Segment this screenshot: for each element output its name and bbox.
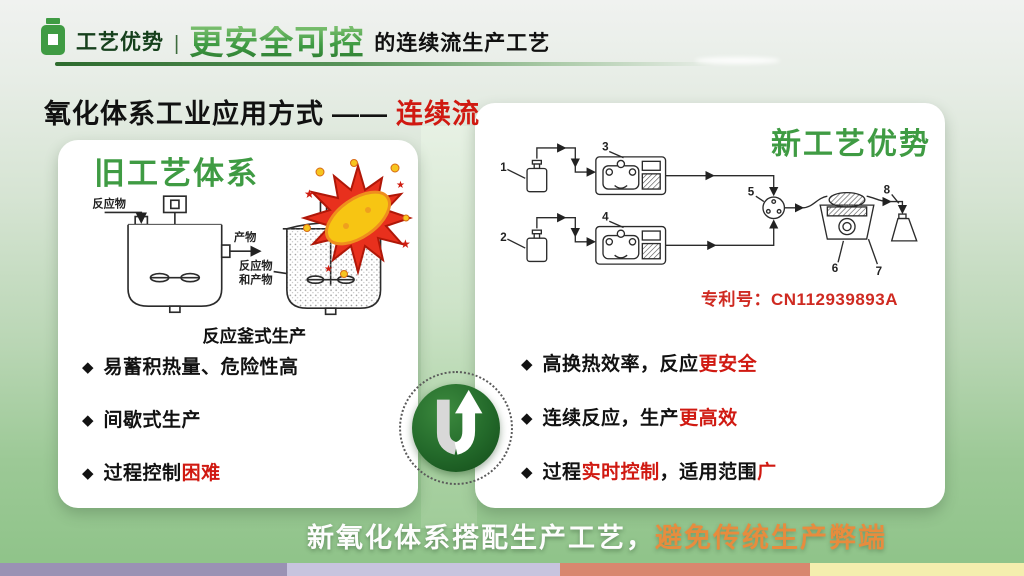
bullet-text-red: 更高效 <box>679 408 738 429</box>
header-bar: 工艺优势 | 更安全可控 的连续流生产工艺 <box>40 18 550 60</box>
bullet-item: ◆ 过程实时控制，适用范围广 <box>521 457 933 484</box>
flow-label-1: 1 <box>500 161 507 174</box>
subtitle-lead: 氧化体系工业应用方式 <box>44 99 324 129</box>
bar-segment-1 <box>0 563 287 576</box>
bar-segment-2 <box>287 563 560 576</box>
flow-label-6: 6 <box>832 262 839 275</box>
explosion-icon: ★ ★ ★ ★ <box>300 159 413 278</box>
medicine-bottle-icon <box>41 18 65 55</box>
mixture-label-line1: 反应物 <box>239 258 273 272</box>
diamond-bullet-icon: ◆ <box>521 410 533 427</box>
flow-label-3: 3 <box>602 141 609 154</box>
footer-banner: 新氧化体系搭配生产工艺，避免传统生产弊端 <box>170 516 1024 555</box>
footer-text-orange: 避免传统生产弊端 <box>655 523 887 553</box>
diamond-bullet-icon: ◆ <box>521 464 533 481</box>
diamond-bullet-icon: ◆ <box>82 359 94 376</box>
header-separator: | <box>174 33 180 55</box>
green-circle <box>412 384 500 472</box>
subtitle-dash: —— <box>332 99 388 129</box>
header-underline <box>55 62 715 66</box>
subtitle-highlight: 连续流 <box>396 99 480 129</box>
old-process-card: 旧工艺体系 <box>58 140 418 508</box>
flow-label-5: 5 <box>748 185 755 198</box>
bullet-item: ◆ 高换热效率，反应更安全 <box>521 349 933 376</box>
new-bullet-list: ◆ 高换热效率，反应更安全 ◆ 连续反应，生产更高效 ◆ 过程实时控制，适用范围… <box>521 349 933 511</box>
bar-segment-4 <box>810 563 1024 576</box>
bullet-text: 过程 <box>542 462 582 483</box>
bullet-text-red: 实时控制 <box>581 462 660 483</box>
bullet-item: ◆ 易蓄积热量、危险性高 <box>82 352 406 379</box>
old-card-title: 旧工艺体系 <box>94 156 259 191</box>
bullet-text: 间歇式生产 <box>103 410 202 431</box>
diamond-bullet-icon: ◆ <box>521 356 533 373</box>
subtitle: 氧化体系工业应用方式 —— 连续流 <box>44 92 480 131</box>
bullet-item: ◆ 间歇式生产 <box>82 405 406 432</box>
header-suffix: 的连续流生产工艺 <box>374 32 551 55</box>
svg-text:★: ★ <box>396 180 405 191</box>
bullet-text: ，适用范围 <box>659 462 758 483</box>
svg-text:★: ★ <box>324 264 333 275</box>
svg-text:★: ★ <box>400 237 411 251</box>
patent-label: 专利号： <box>701 290 771 309</box>
reactant-label: 反应物 <box>92 196 126 210</box>
flow-label-7: 7 <box>876 265 882 278</box>
bar-segment-3 <box>560 563 810 576</box>
patent-line: 专利号：CN112939893A <box>701 285 898 310</box>
flow-label-8: 8 <box>884 184 891 197</box>
patent-number: CN112939893A <box>771 290 898 309</box>
continuous-flow-diagram: 1 2 3 4 5 6 7 8 <box>500 141 918 278</box>
new-process-card: 新工艺优势 <box>475 103 945 508</box>
process-upgrade-badge <box>399 371 513 485</box>
flow-label-4: 4 <box>602 210 609 223</box>
svg-text:★: ★ <box>304 187 315 201</box>
bullet-text-red: 困难 <box>181 463 221 484</box>
diamond-bullet-icon: ◆ <box>82 465 94 482</box>
u-turn-arrow-icon <box>436 389 483 455</box>
bullet-text-red: 广 <box>757 462 777 483</box>
bullet-text: 易蓄积热量、危险性高 <box>103 357 299 378</box>
bottom-bars <box>0 563 1024 576</box>
diamond-bullet-icon: ◆ <box>82 412 94 429</box>
product-label: 产物 <box>234 230 256 244</box>
batch-reactor-diagram: 反应物 产物 反应物 和产物 反应釜式生产 <box>92 195 385 346</box>
header-underline-shine <box>695 57 780 64</box>
new-card-title: 新工艺优势 <box>771 128 931 161</box>
bullet-item: ◆ 连续反应，生产更高效 <box>521 403 933 430</box>
footer-text-white: 新氧化体系搭配生产工艺， <box>307 523 655 553</box>
header-prefix: 工艺优势 <box>76 31 164 54</box>
bullet-text: 连续反应，生产 <box>542 408 680 429</box>
bullet-text: 高换热效率，反应 <box>542 354 699 375</box>
bullet-text-red: 更安全 <box>698 354 758 375</box>
old-bullet-list: ◆ 易蓄积热量、危险性高 ◆ 间歇式生产 ◆ 过程控制困难 <box>82 352 406 511</box>
header-highlight: 更安全可控 <box>189 24 365 62</box>
old-diagram-caption: 反应釜式生产 <box>202 326 306 346</box>
mixture-label-line2: 和产物 <box>239 273 273 287</box>
bullet-item: ◆ 过程控制困难 <box>82 458 406 485</box>
bullet-text: 过程控制 <box>103 463 182 484</box>
flow-label-2: 2 <box>500 231 506 244</box>
